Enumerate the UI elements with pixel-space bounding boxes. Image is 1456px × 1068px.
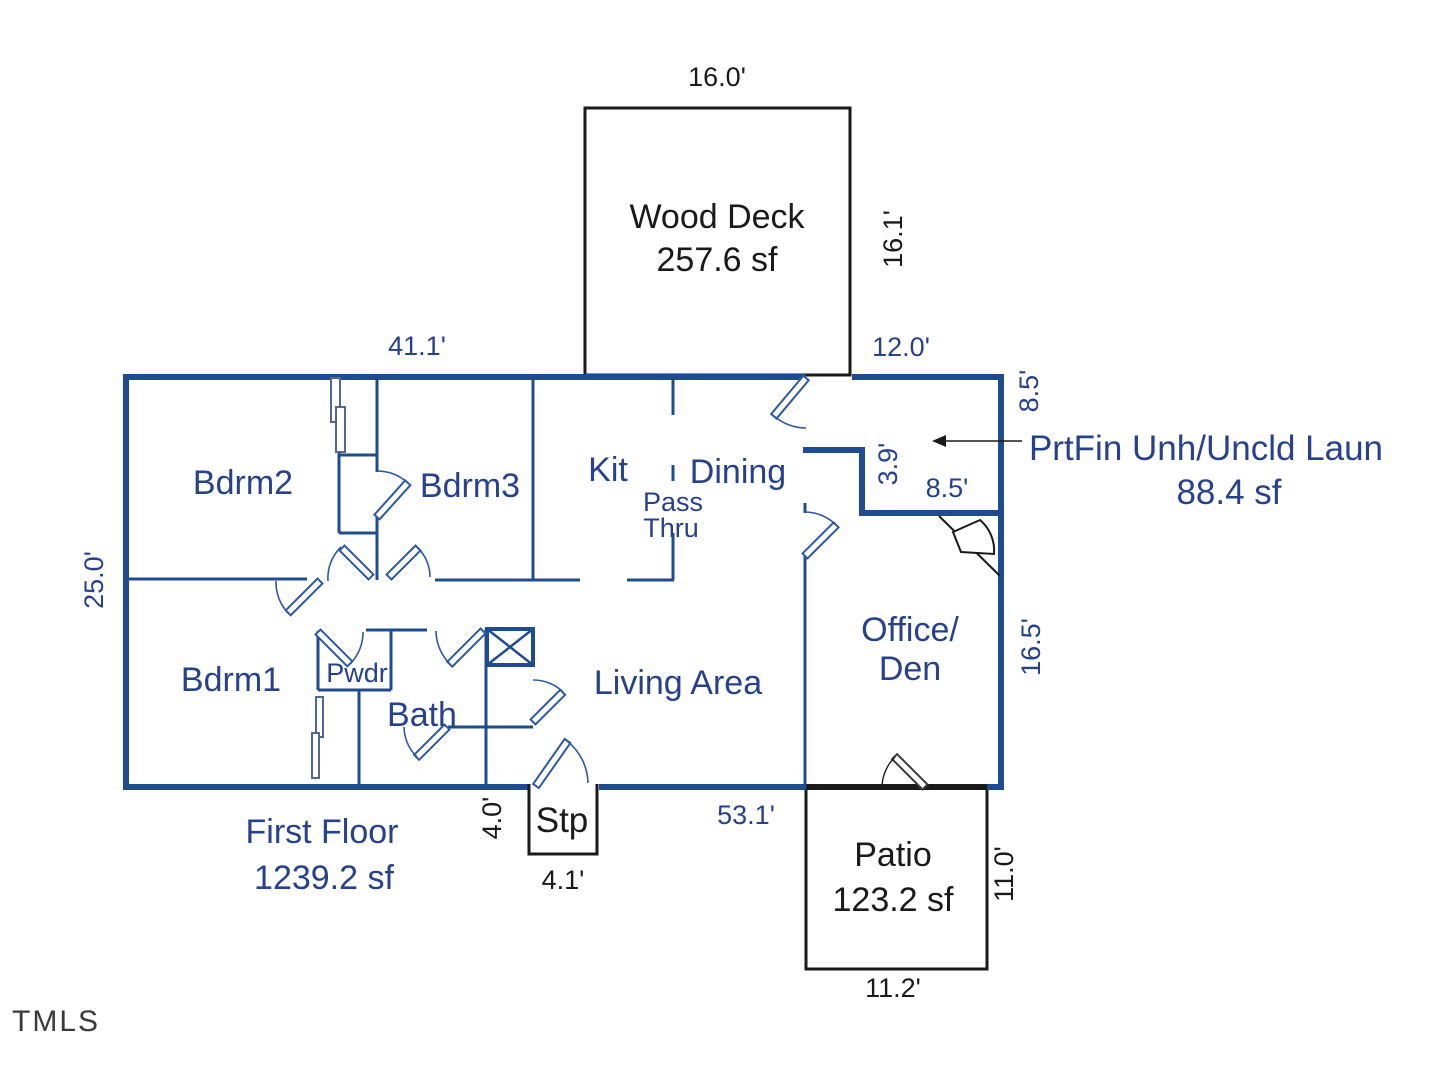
watermark: TMLS [12, 1005, 100, 1038]
bdrm3-door-arc [417, 547, 431, 578]
patio-label: Patio [854, 836, 932, 874]
room-label-living: Living Area [594, 664, 762, 702]
dim-laundry-jog: 3.9' [873, 443, 903, 486]
room-label-step: Stp [536, 801, 589, 840]
dim-office-right: 16.5' [1016, 618, 1046, 676]
step-door-arc [566, 740, 589, 784]
laundry-area: 88.4 sf [1176, 473, 1281, 512]
dim-patio-right: 11.0' [989, 846, 1019, 902]
fireplace-body [951, 518, 996, 556]
bdrm3-closet-door-arc [376, 470, 409, 484]
room-label-pass-thru-2: Thru [643, 513, 699, 543]
room-label-kitchen: Kit [588, 451, 628, 489]
wood-deck-area: 257.6 sf [657, 241, 779, 279]
dim-laundry-width: 8.5' [926, 473, 969, 503]
bdrm2-closet-doors [330, 377, 346, 453]
laundry-label: PrtFin Unh/Uncld Laun [1029, 429, 1383, 468]
deck-door-arc [773, 415, 807, 429]
bath-inner-door-arc [403, 726, 418, 758]
bdrm2-door-arc [327, 546, 342, 582]
dim-left-side: 25.0' [79, 551, 109, 609]
dim-patio-bottom: 11.2' [865, 973, 921, 1003]
laundry-arrow-head [932, 435, 946, 447]
room-label-bdrm2: Bdrm2 [193, 464, 293, 502]
deck-door-leaf [769, 374, 811, 420]
bdrm1-closet-doors [311, 696, 324, 779]
living-door-leaf [529, 688, 567, 726]
room-label-office-2: Den [879, 650, 941, 688]
exterior-walls [123, 374, 1004, 790]
dim-top-right: 12.0' [872, 332, 930, 362]
doors [275, 374, 929, 791]
corner-fireplace [938, 515, 1001, 577]
dim-step-left: 4.0' [477, 797, 507, 840]
dim-step-bottom: 4.1' [542, 865, 585, 895]
dim-deck-top: 16.0' [688, 62, 746, 92]
bdrm3-door-leaf [385, 544, 422, 581]
office-door-leaf [801, 520, 841, 560]
powder-door-arc [349, 631, 364, 665]
dim-bottom: 53.1' [717, 800, 775, 830]
bdrm1-door-arc [275, 580, 289, 614]
first-floor-area: 1239.2 sf [254, 859, 394, 897]
room-label-dining: Dining [690, 453, 786, 491]
dim-laundry-right: 8.5' [1014, 370, 1044, 413]
dim-deck-right: 16.1' [878, 210, 908, 268]
room-label-powder: Pwdr [326, 658, 388, 688]
office-door-arc [804, 511, 837, 526]
patio-area: 123.2 sf [833, 881, 955, 919]
room-label-office-1: Office/ [861, 611, 959, 649]
shower-box [485, 627, 535, 667]
room-label-bath: Bath [387, 696, 457, 734]
shower-box-x [486, 628, 534, 666]
bdrm2-door-leaf [338, 544, 375, 581]
room-label-bdrm1: Bdrm1 [181, 661, 281, 699]
first-floor-label: First Floor [246, 813, 399, 851]
wood-deck-label: Wood Deck [629, 198, 805, 236]
step-box [527, 784, 599, 856]
closet-door-slab [311, 732, 320, 779]
room-label-pass-thru-1: Pass [643, 487, 703, 517]
room-label-bdrm3: Bdrm3 [420, 467, 520, 505]
bath-door-arc [435, 630, 451, 665]
living-door-arc [532, 679, 564, 693]
bdrm3-closet-door-leaf [372, 479, 412, 521]
dim-top-left: 41.1' [388, 331, 446, 361]
wood-deck-outline [583, 106, 852, 377]
bdrm1-door-leaf [284, 577, 324, 617]
interior-walls [126, 377, 807, 787]
laundry-arrow [932, 435, 1022, 447]
bath-door-leaf [445, 627, 487, 669]
patio-door-arc [881, 756, 896, 788]
step-door-leaf [531, 737, 572, 790]
closet-door-slab [315, 696, 324, 738]
patio-outline [804, 785, 989, 971]
closet-door-slab [335, 406, 346, 453]
